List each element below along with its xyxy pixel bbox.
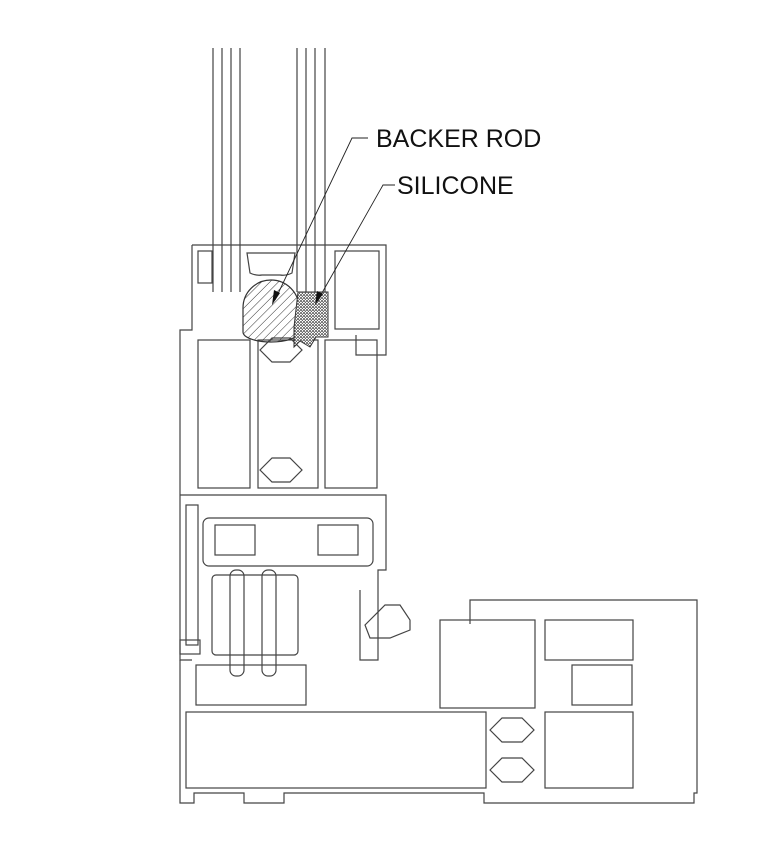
glass-unit [212,48,326,292]
backer-rod-leader [274,137,368,301]
sash-frame [179,244,387,677]
silicone-seal [293,291,329,349]
backer-rod-label: BACKER ROD [376,125,541,153]
outer-frame [179,599,698,804]
silicone-label: SILICONE [397,172,514,200]
roller-wheel [229,569,245,677]
roller-wheel [261,569,277,677]
spacer-bar [246,252,296,276]
backer-rod [242,279,300,343]
roller-carriage [202,517,374,567]
silicone-leader [317,184,395,301]
